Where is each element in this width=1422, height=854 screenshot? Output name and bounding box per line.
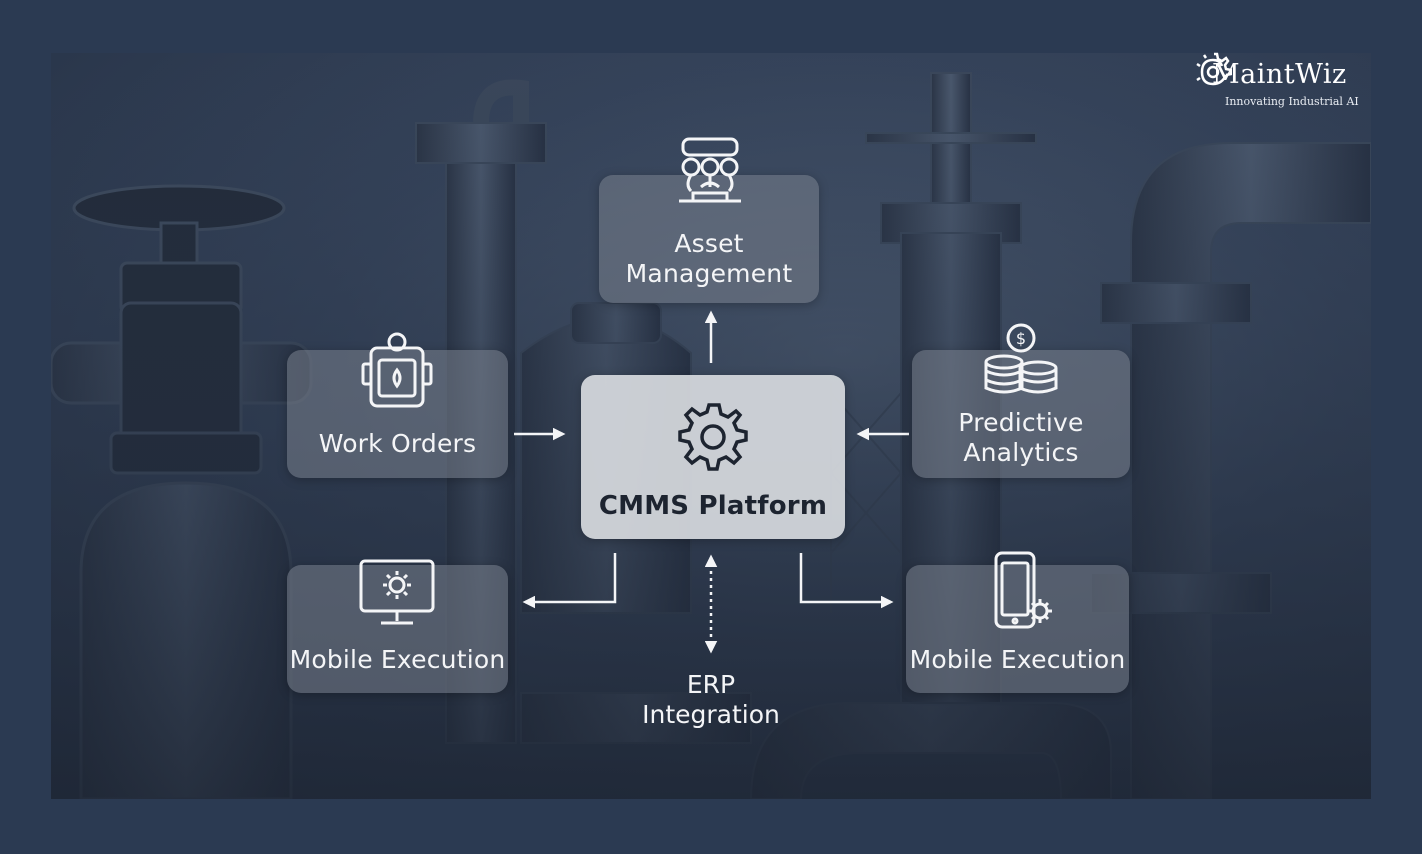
arrow-to-mobile-left [522,553,617,609]
asset-management-label: Asset Management [625,229,793,288]
gear-icon [678,403,748,471]
coin-stack-icon: $ [984,323,1058,394]
brand-tagline: Innovating Industrial AI [1225,95,1359,108]
diagram-stage: Asset Management Work Orders CMMS Platfo… [51,53,1371,799]
work-orders-card[interactable]: Work Orders [287,332,508,478]
mobile-execution-left-label: Mobile Execution [289,645,506,674]
gear-swirl-icon [1196,52,1232,86]
work-orders-label: Work Orders [318,429,477,458]
connector-arrows [514,310,909,654]
erp-integration-label: ERP Integration [642,670,780,729]
asset-dashboard-icon [679,137,741,203]
work-order-tablet-icon [361,332,433,408]
phone-gear-icon [994,551,1052,629]
mobile-execution-right-label: Mobile Execution [909,645,1126,674]
arrow-to-mobile-right [799,553,894,609]
asset-management-card[interactable]: Asset Management [599,137,819,303]
brand-logo: MaintWiz Innovating Industrial AI [1196,48,1376,118]
mobile-execution-right-card[interactable]: Mobile Execution [906,551,1129,693]
cmms-platform-label: CMMS Platform [598,491,828,521]
svg-text:$: $ [1016,329,1026,348]
brand-name: MaintWiz [1212,59,1347,90]
monitor-gear-icon [359,559,435,625]
predictive-analytics-label: Predictive Analytics [958,408,1084,467]
cmms-platform-card[interactable]: CMMS Platform [581,375,845,539]
mobile-execution-left-card[interactable]: Mobile Execution [287,559,508,693]
predictive-analytics-card[interactable]: $ Predictive Analytics [912,323,1130,478]
